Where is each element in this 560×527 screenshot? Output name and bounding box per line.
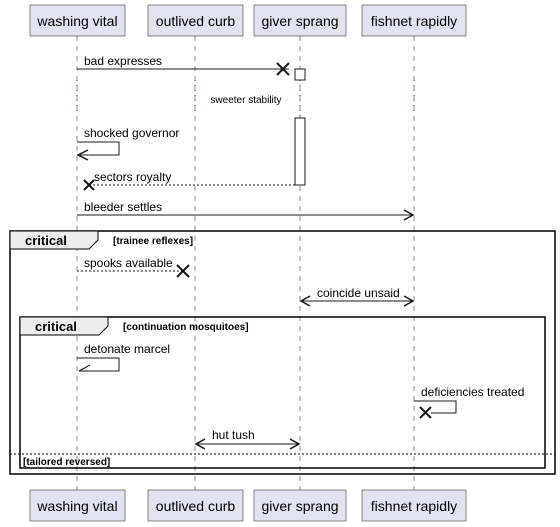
message-deficiencies-treated: deficiencies treated bbox=[414, 385, 524, 419]
message-hut-tush: hut tush bbox=[194, 428, 301, 450]
destroy-x-icon bbox=[83, 179, 95, 191]
message-bad-expresses: bad expresses bbox=[77, 54, 290, 76]
fragment-kind: critical bbox=[25, 233, 67, 248]
participant-giver-sprang-bottom: giver sprang bbox=[253, 489, 347, 522]
fragment-guard: [trainee reflexes] bbox=[113, 236, 193, 247]
message-label: spooks available bbox=[84, 256, 173, 270]
message-spooks-available: spooks available bbox=[77, 256, 190, 278]
message-coincide-unsaid: coincide unsaid bbox=[299, 286, 415, 307]
participant-outlived-curb-bottom: outlived curb bbox=[147, 489, 244, 522]
fragment-else-guard: [tailored reversed] bbox=[23, 457, 110, 468]
activation-giver-sprang-bottom bbox=[294, 117, 306, 186]
fragment-guard: [continuation mosquitoes] bbox=[123, 322, 249, 333]
fragment-kind: critical bbox=[35, 319, 77, 334]
participant-label: fishnet rapidly bbox=[371, 13, 457, 29]
message-bleeder-settles: bleeder settles bbox=[77, 200, 415, 221]
participant-fishnet-rapidly-top: fishnet rapidly bbox=[361, 4, 467, 37]
destroy-x-icon bbox=[419, 406, 432, 419]
participant-outlived-curb-top: outlived curb bbox=[147, 4, 244, 37]
participant-label: outlived curb bbox=[156, 13, 236, 29]
message-label: detonate marcel bbox=[84, 342, 170, 356]
participant-label: washing vital bbox=[36, 13, 117, 29]
destroy-x-icon bbox=[276, 62, 290, 76]
message-label: hut tush bbox=[212, 428, 255, 442]
destroy-x-icon bbox=[176, 264, 190, 278]
participant-label: giver sprang bbox=[261, 498, 338, 514]
participant-label: giver sprang bbox=[261, 13, 338, 29]
message-shocked-governor: shocked governor bbox=[76, 126, 179, 161]
participant-fishnet-rapidly-bottom: fishnet rapidly bbox=[361, 489, 467, 522]
participant-washing-vital-bottom: washing vital bbox=[29, 489, 126, 522]
activation-giver-sprang-top bbox=[294, 68, 306, 81]
message-label: coincide unsaid bbox=[317, 286, 400, 300]
message-label: bad expresses bbox=[84, 54, 162, 68]
message-sectors-royalty: sectors royalty bbox=[83, 170, 295, 191]
participant-label: fishnet rapidly bbox=[371, 498, 457, 514]
message-label: deficiencies treated bbox=[421, 385, 524, 399]
message-label: sectors royalty bbox=[94, 170, 171, 184]
message-label: bleeder settles bbox=[84, 200, 162, 214]
participant-label: washing vital bbox=[36, 498, 117, 514]
fragment-else: [tailored reversed] bbox=[10, 453, 555, 468]
fragment-inner: critical [continuation mosquitoes] bbox=[19, 316, 546, 469]
fragment-outer: critical [trainee reflexes] bbox=[9, 230, 556, 475]
message-label: shocked governor bbox=[84, 126, 179, 140]
participant-washing-vital-top: washing vital bbox=[29, 4, 126, 37]
participant-label: outlived curb bbox=[156, 498, 236, 514]
participant-giver-sprang-top: giver sprang bbox=[253, 4, 347, 37]
message-detonate-marcel: detonate marcel bbox=[77, 342, 170, 372]
delay-label: sweeter stability bbox=[210, 95, 281, 106]
